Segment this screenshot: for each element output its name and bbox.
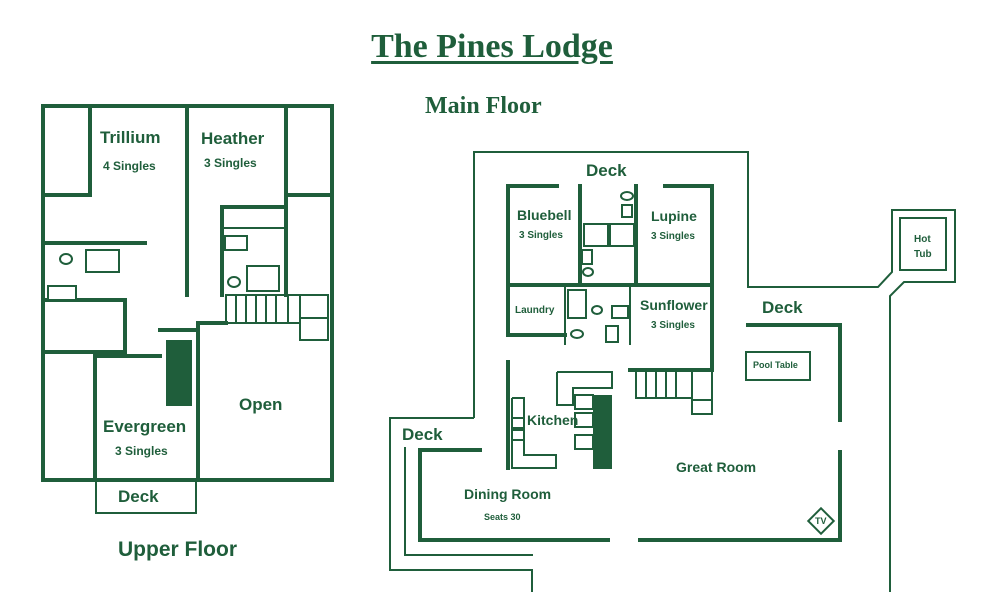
hot-tub-label-line1: Hot <box>914 234 931 245</box>
room-evergreen-beds: 3 Singles <box>115 444 168 458</box>
room-lupine-beds: 3 Singles <box>651 231 695 242</box>
room-dining-name: Dining Room <box>464 486 552 502</box>
room-laundry-name: Laundry <box>515 305 555 316</box>
tv-label: TV <box>815 516 827 526</box>
main-floor-walls <box>389 151 956 592</box>
room-trillium-beds: 4 Singles <box>103 159 156 173</box>
hot-tub-label-line2: Tub <box>914 249 932 260</box>
upper-floor-heading: Upper Floor <box>118 538 237 561</box>
upper-floor-walls <box>41 104 334 514</box>
room-great-room-name: Great Room <box>676 459 757 475</box>
upper-deck-label: Deck <box>118 487 159 506</box>
room-trillium-name: Trillium <box>100 128 161 147</box>
room-lupine-name: Lupine <box>651 208 697 224</box>
room-heather-beds: 3 Singles <box>204 156 257 170</box>
room-dining-note: Seats 30 <box>484 512 521 522</box>
room-evergreen-name: Evergreen <box>103 417 187 436</box>
main-floor-heading: Main Floor <box>425 93 542 119</box>
room-bluebell-beds: 3 Singles <box>519 230 563 241</box>
deck-top-label: Deck <box>586 161 627 180</box>
room-open-name: Open <box>239 395 283 414</box>
deck-left-label: Deck <box>402 425 443 444</box>
deck-right-label: Deck <box>762 298 803 317</box>
room-sunflower-beds: 3 Singles <box>651 320 695 331</box>
pool-table-label: Pool Table <box>753 360 798 370</box>
room-sunflower-name: Sunflower <box>640 297 708 313</box>
room-heather-name: Heather <box>201 129 265 148</box>
page-title: The Pines Lodge <box>371 28 613 65</box>
room-bluebell-name: Bluebell <box>517 207 572 223</box>
room-kitchen-name: Kitchen <box>527 412 579 428</box>
